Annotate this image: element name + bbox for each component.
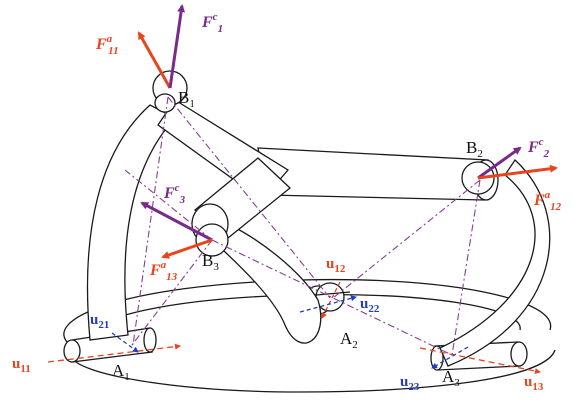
force-arrow-fa13	[161, 238, 213, 259]
label-a1: A1	[112, 361, 130, 383]
force-arrow-fc1	[168, 4, 186, 89]
label-u12: u12	[326, 256, 346, 275]
label-b1: B1	[178, 88, 195, 110]
unit-arrow-u13	[419, 347, 541, 374]
unit-arrow-u22	[299, 295, 357, 313]
leg-1	[86, 104, 177, 341]
label-a3: A3	[442, 367, 460, 389]
construction-lines	[124, 96, 481, 356]
label-b3: B3	[202, 251, 219, 273]
label-u11: u11	[12, 356, 31, 375]
label-u23: u23	[400, 374, 420, 393]
label-b2: B2	[466, 138, 483, 160]
force-arrow-fa12	[477, 164, 558, 180]
label-a2: A2	[340, 329, 358, 351]
unit-arrow-u21	[111, 332, 139, 353]
leg-3	[208, 224, 322, 344]
unit-arrow-u11	[47, 343, 181, 363]
label-u21: u21	[90, 312, 109, 331]
label-fc2: Fc2	[527, 136, 550, 160]
leg-2	[439, 159, 551, 367]
platform	[157, 99, 499, 245]
label-u22: u22	[360, 296, 380, 315]
label-u13: u13	[524, 374, 544, 393]
label-fc1: Fc1	[201, 11, 223, 35]
force-arrow-fa11	[137, 31, 172, 89]
label-fa13: Fa13	[149, 259, 178, 283]
label-fc3: Fc3	[163, 182, 186, 206]
force-arrow-fc2	[477, 146, 522, 180]
label-fa12: Fa12	[533, 189, 562, 213]
force-arrow-fc3	[140, 201, 213, 242]
